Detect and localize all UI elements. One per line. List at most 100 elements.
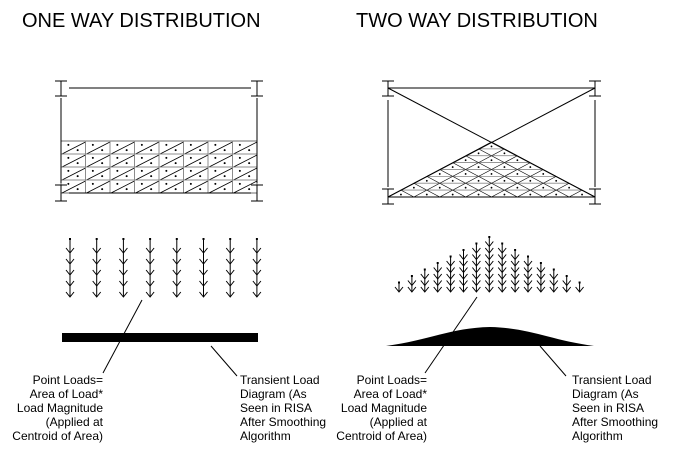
centroid-dot <box>140 182 143 185</box>
grid-diagonal <box>530 176 544 184</box>
centroid-dot <box>490 186 493 189</box>
centroid-dot <box>451 179 454 182</box>
grid-diagonal <box>439 189 453 198</box>
arrow-head-icon <box>459 267 468 274</box>
centroid-dot <box>67 156 70 159</box>
centroid-dot <box>223 188 226 191</box>
arrow-tail <box>255 238 258 240</box>
arrow-head-icon <box>549 280 559 287</box>
arrow-head-icon <box>459 273 468 280</box>
centroid-dot <box>451 166 454 168</box>
arrow-tail <box>436 262 439 264</box>
arrow-head-icon <box>497 273 507 280</box>
grid-diagonal <box>478 148 492 157</box>
one-way-transient-label: After Smoothing <box>240 415 326 429</box>
centroid-dot <box>165 169 168 172</box>
centroid-dot <box>76 162 79 165</box>
arrow-head-icon <box>433 286 443 293</box>
centroid-dot <box>174 149 177 152</box>
grid-diagonal <box>110 141 135 155</box>
arrow-head-icon <box>433 267 443 274</box>
centroid-dot <box>464 186 467 189</box>
centroid-dot <box>76 149 79 152</box>
arrow-head-icon <box>497 267 507 274</box>
grid-diagonal <box>208 180 233 194</box>
grid-diagonal <box>465 155 479 163</box>
two-way-transient-label: Transient Load <box>572 373 652 387</box>
arrow-head-icon <box>172 269 182 276</box>
grid-diagonal <box>426 182 440 191</box>
grid-diagonal <box>439 182 453 191</box>
arrow-head-icon <box>446 280 455 287</box>
centroid-dot <box>125 175 128 178</box>
centroid-dot <box>214 143 217 146</box>
grid-diagonal <box>233 141 258 155</box>
centroid-dot <box>238 156 241 159</box>
grid-diagonal <box>517 176 531 184</box>
centroid-dot <box>516 159 519 162</box>
arrow-head-icon <box>484 241 494 248</box>
grid-diagonal <box>61 141 86 155</box>
grid-diagonal <box>543 189 557 198</box>
arrow-head-icon <box>92 247 102 254</box>
arrow-head-icon <box>510 267 520 274</box>
grid-diagonal <box>504 162 518 170</box>
grid-diagonal <box>208 141 233 155</box>
grid-diagonal <box>465 176 479 184</box>
arrow-head-icon <box>510 286 520 293</box>
one-way-point-loads <box>65 238 262 298</box>
centroid-dot <box>91 182 94 185</box>
grid-diagonal <box>530 189 544 198</box>
arrow-head-icon <box>92 269 102 276</box>
arrow-head-icon <box>225 247 235 254</box>
grid-diagonal <box>413 189 427 198</box>
grid-diagonal <box>86 154 111 168</box>
arrow-head-icon <box>536 267 546 274</box>
arrow-head-icon <box>484 247 494 254</box>
grid-diagonal <box>184 154 209 168</box>
centroid-dot <box>165 182 168 185</box>
two-way-transient-load-curve <box>386 327 594 346</box>
centroid-dot <box>438 186 441 189</box>
arrow-head-icon <box>407 286 417 293</box>
one-way-point-label: Centroid of Area) <box>12 429 103 443</box>
grid-diagonal <box>491 189 505 198</box>
centroid-dot <box>477 179 480 182</box>
arrow-tail <box>202 238 205 240</box>
arrow-head-icon <box>119 258 128 265</box>
arrow-head-icon <box>459 254 468 261</box>
grid-diagonal <box>233 154 258 168</box>
centroid-dot <box>101 175 104 178</box>
arrow-head-icon <box>433 273 443 280</box>
centroid-dot <box>516 173 519 175</box>
grid-diagonal <box>491 182 505 191</box>
grid-diagonal <box>208 154 233 168</box>
centroid-dot <box>101 188 104 191</box>
arrow-tail <box>410 275 413 277</box>
arrow-head-icon <box>420 286 430 293</box>
arrow-head-icon <box>510 254 520 261</box>
arrow-head-icon <box>199 247 208 254</box>
centroid-dot <box>101 149 104 152</box>
arrow-head-icon <box>510 280 520 287</box>
centroid-dot <box>116 182 119 185</box>
arrow-head-icon <box>497 286 507 293</box>
arrow-head-icon <box>575 286 584 293</box>
centroid-dot <box>76 175 79 178</box>
arrow-head-icon <box>65 291 75 298</box>
centroid-dot <box>140 143 143 146</box>
two-way-transient-label: Diagram (As <box>572 387 639 401</box>
centroid-dot <box>400 193 402 196</box>
arrow-head-icon <box>510 260 520 267</box>
centroid-dot <box>464 159 467 162</box>
grid-diagonal <box>233 167 258 181</box>
arrow-tail <box>565 275 568 277</box>
centroid-dot <box>438 173 441 175</box>
arrow-head-icon <box>459 260 468 267</box>
arrow-head-icon <box>225 258 235 265</box>
two-way-transient-label: After Smoothing <box>572 415 658 429</box>
centroid-dot <box>477 152 480 155</box>
yield-line <box>387 87 596 198</box>
arrow-head-icon <box>484 260 494 267</box>
